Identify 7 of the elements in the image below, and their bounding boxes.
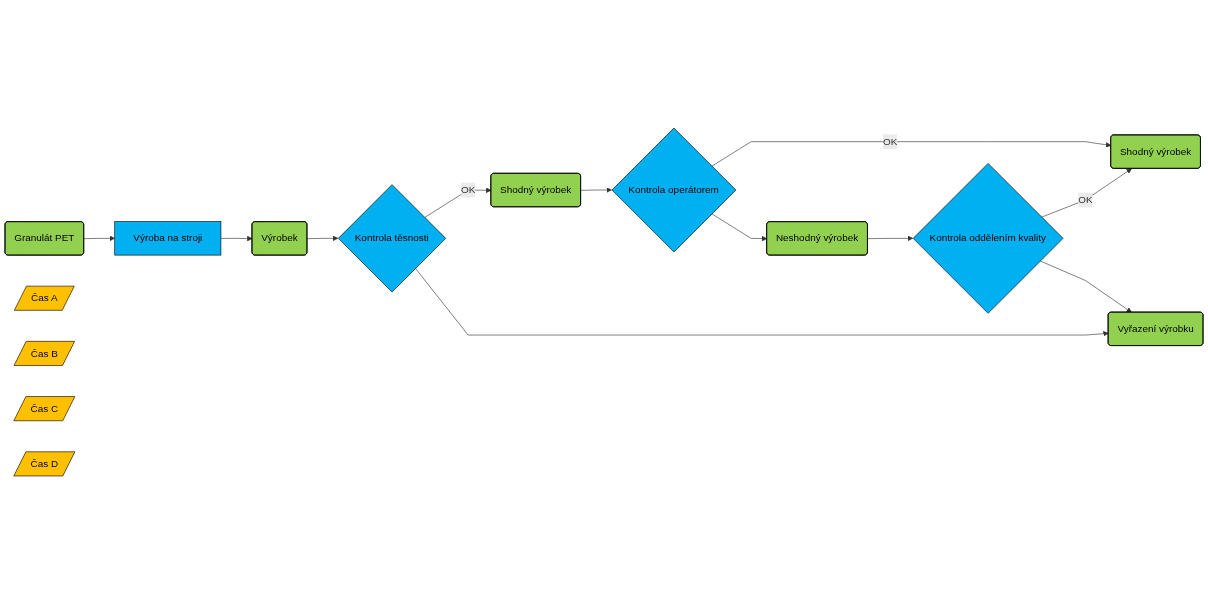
edge-label: OK: [882, 136, 898, 147]
edge-label: OK: [460, 184, 476, 195]
node-diamond: Kontrola oddělením kvality: [912, 163, 1064, 314]
edge-label: OK: [1078, 194, 1093, 205]
node-box: Výroba na stroji: [114, 221, 222, 256]
node-diamond: Kontrola operátorem: [611, 127, 737, 253]
node-diamond: Kontrola těsnosti: [338, 184, 447, 293]
